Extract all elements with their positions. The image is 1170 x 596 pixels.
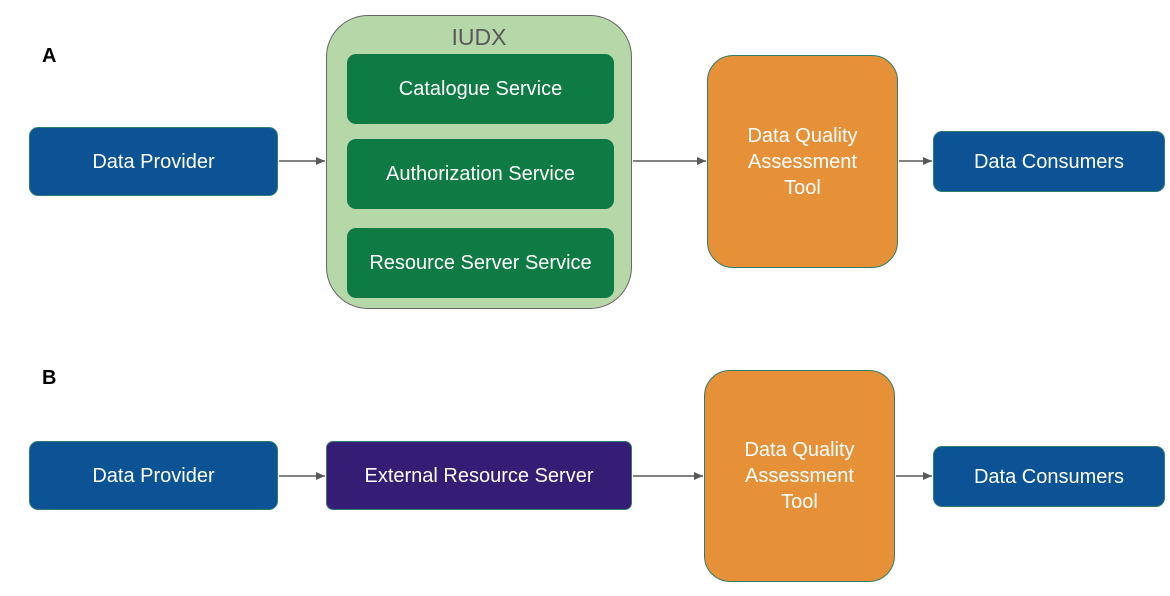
- resource-server-service-label: Resource Server Service: [369, 252, 592, 274]
- data-provider-box-b: Data Provider: [29, 441, 278, 510]
- dqa-tool-line1-a: Data Quality: [747, 124, 858, 147]
- catalogue-service-box: Catalogue Service: [347, 54, 614, 124]
- section-label-b: B: [42, 367, 57, 389]
- data-provider-label-b: Data Provider: [92, 464, 215, 487]
- data-consumers-box-b: Data Consumers: [933, 446, 1165, 507]
- data-provider-box-a: Data Provider: [29, 127, 278, 196]
- iudx-title: IUDX: [451, 24, 507, 50]
- dqa-tool-line1-b: Data Quality: [744, 439, 855, 461]
- dqa-tool-box-a: Data Quality Assessment Tool: [707, 55, 898, 268]
- dqa-tool-line2-a: Assessment: [748, 150, 857, 173]
- data-consumers-label-a: Data Consumers: [973, 150, 1125, 173]
- external-resource-server-box: External Resource Server: [326, 441, 632, 510]
- dqa-tool-line2-b: Assessment: [745, 465, 854, 487]
- data-provider-label-a: Data Provider: [92, 150, 215, 173]
- catalogue-service-label: Catalogue Service: [398, 78, 563, 100]
- dqa-tool-line3-b: Tool: [781, 491, 818, 513]
- dqa-tool-line3-a: Tool: [784, 176, 821, 199]
- data-consumers-box-a: Data Consumers: [933, 131, 1165, 192]
- external-resource-server-label: External Resource Server: [364, 464, 594, 487]
- authorization-service-box: Authorization Service: [347, 139, 614, 209]
- dqa-tool-box-b: Data Quality Assessment Tool: [704, 370, 895, 582]
- section-label-a: A: [42, 45, 57, 67]
- data-consumers-label-b: Data Consumers: [973, 465, 1125, 488]
- resource-server-service-box: Resource Server Service: [347, 228, 614, 298]
- authorization-service-label: Authorization Service: [386, 163, 575, 185]
